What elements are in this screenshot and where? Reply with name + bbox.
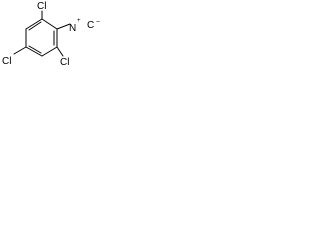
molecule-diagram: Cl N C Cl Cl + − xyxy=(2,1,100,68)
ring-bond-c4-c5 xyxy=(25,46,43,57)
bond-to-cl-left xyxy=(13,46,27,55)
bonds xyxy=(13,10,71,57)
atom-label-nitrogen: N xyxy=(69,23,76,34)
bond-to-nitrogen xyxy=(56,23,71,30)
atom-label-cl-top: Cl xyxy=(37,1,46,12)
ring-double-bond-inner xyxy=(28,21,42,31)
ring-bond-c1-c2 xyxy=(41,18,58,30)
ring-bond-c6-c1 xyxy=(25,18,43,30)
ring-bond-c3-c4 xyxy=(41,46,58,57)
bond-to-cl-right xyxy=(56,46,64,57)
atom-labels: Cl N C Cl Cl xyxy=(2,1,94,68)
atom-label-carbon: C xyxy=(87,20,94,31)
atom-label-cl-right: Cl xyxy=(60,57,69,68)
n-positive-charge: + xyxy=(77,18,81,24)
charges: + − xyxy=(77,18,100,26)
c-negative-charge: − xyxy=(96,19,100,26)
ring-double-bond-inner xyxy=(28,45,42,54)
atom-label-cl-left: Cl xyxy=(2,56,11,67)
